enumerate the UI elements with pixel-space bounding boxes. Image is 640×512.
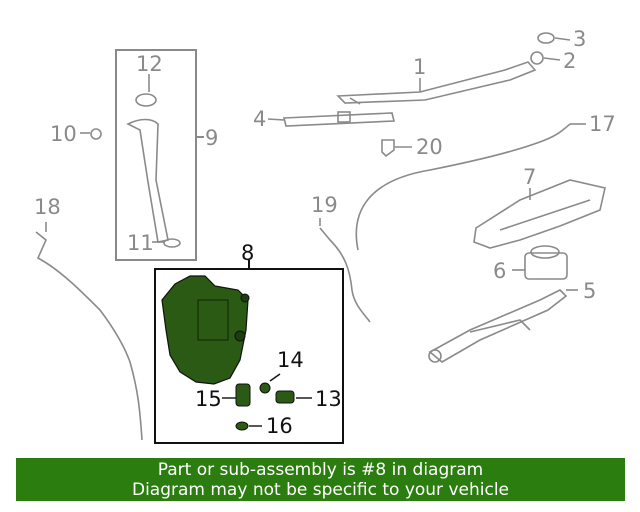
washer-reservoir-part [161,275,250,385]
callout-6: 6 [493,259,506,283]
sub-assembly-banner: Part or sub-assembly is #8 in diagram Di… [16,458,625,501]
callout-13: 13 [315,387,342,411]
arm-cap-part [537,32,571,44]
callout-9: 9 [205,126,218,150]
callout-20: 20 [416,135,443,159]
callout-7: 7 [523,165,536,189]
clip-part [381,139,412,158]
wiper-blade-part [267,111,396,127]
cowl-panel-part [473,179,606,249]
callout-2: 2 [563,49,576,73]
washer-hose-18-part [35,222,143,441]
banner-line-part-number: Part or sub-assembly is #8 in diagram [157,460,484,480]
washer-pump-13-part [275,390,312,404]
washer-pump-15-part [222,383,251,407]
seal-part [235,421,262,431]
callout-16: 16 [266,414,293,438]
callout-1: 1 [413,55,426,79]
washer-hose-19-part [319,218,371,323]
wiper-motor-part [512,245,568,280]
callout-4: 4 [253,107,266,131]
callout-18: 18 [34,195,61,219]
callout-17: 17 [589,112,616,136]
wiper-linkage-part [428,289,578,363]
wiper-arm-part [336,61,537,105]
callout-8: 8 [241,241,254,265]
callout-14: 14 [277,348,304,372]
callout-3: 3 [573,27,586,51]
callout-11: 11 [127,231,154,255]
callout-15: 15 [195,387,222,411]
washer-hose-17-part [355,123,586,251]
callout-5: 5 [583,279,596,303]
callout-12: 12 [136,52,163,76]
callout-19: 19 [311,193,338,217]
banner-line-disclaimer: Diagram may not be specific to your vehi… [131,480,509,500]
callout-10: 10 [50,122,77,146]
arm-nut-part [530,51,561,65]
group-box-filler-neck [115,49,197,261]
filler-neck-part [80,74,181,248]
grommet-part [259,373,281,394]
